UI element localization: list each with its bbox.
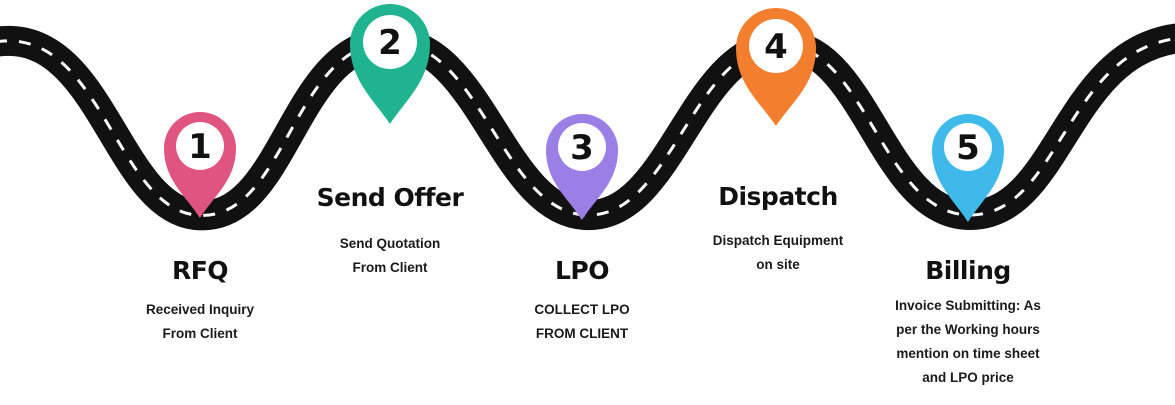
step-1-title: RFQ xyxy=(171,256,229,285)
step-3-number: 3 xyxy=(570,128,594,168)
pin-number-circle xyxy=(749,19,803,73)
step-4-pin: 4 xyxy=(736,8,816,126)
step-2-desc-line: Send Quotation xyxy=(339,236,441,251)
step-4-desc-line: on site xyxy=(756,257,800,272)
step-5-pin: 5 xyxy=(932,114,1004,222)
step-2-desc-line: From Client xyxy=(352,260,428,275)
step-2-description: Send Quotation From Client xyxy=(300,232,480,280)
step-4-description: Dispatch Equipment on site xyxy=(678,229,878,277)
step-3-pin: 3 xyxy=(545,113,618,220)
step-4-title: Dispatch xyxy=(718,182,838,211)
step-5-desc-line: Invoice Submitting: As xyxy=(895,298,1041,313)
step-3-title: LPO xyxy=(554,256,610,285)
step-1-desc-line: From Client xyxy=(162,326,238,341)
step-1-pin: 1 xyxy=(164,112,236,218)
step-5-number: 5 xyxy=(956,128,980,168)
step-1-description: Received Inquiry From Client xyxy=(110,298,290,346)
step-5-title: Billing xyxy=(925,256,1011,285)
step-2-number: 2 xyxy=(378,23,402,63)
step-5-desc-line: and LPO price xyxy=(922,370,1014,385)
step-3-description: COLLECT LPO FROM CLIENT xyxy=(492,298,672,346)
step-5-description: Invoice Submitting: As per the Working h… xyxy=(868,294,1068,390)
pin-number-circle xyxy=(176,122,224,170)
pin-number-circle xyxy=(363,15,417,69)
step-3-desc-line: COLLECT LPO xyxy=(534,302,630,317)
step-3-desc-line: FROM CLIENT xyxy=(535,326,629,341)
step-5-desc-line: per the Working hours xyxy=(896,322,1040,337)
step-5-desc-line: mention on time sheet xyxy=(896,346,1040,361)
step-1-number: 1 xyxy=(188,127,212,167)
step-4-desc-line: Dispatch Equipment xyxy=(712,233,844,248)
pin-number-circle xyxy=(944,123,992,171)
step-2-pin: 2 xyxy=(350,4,430,124)
step-1-desc-line: Received Inquiry xyxy=(145,302,255,317)
step-4-number: 4 xyxy=(764,27,788,67)
pin-number-circle xyxy=(558,123,606,171)
step-2-title: Send Offer xyxy=(316,183,464,212)
